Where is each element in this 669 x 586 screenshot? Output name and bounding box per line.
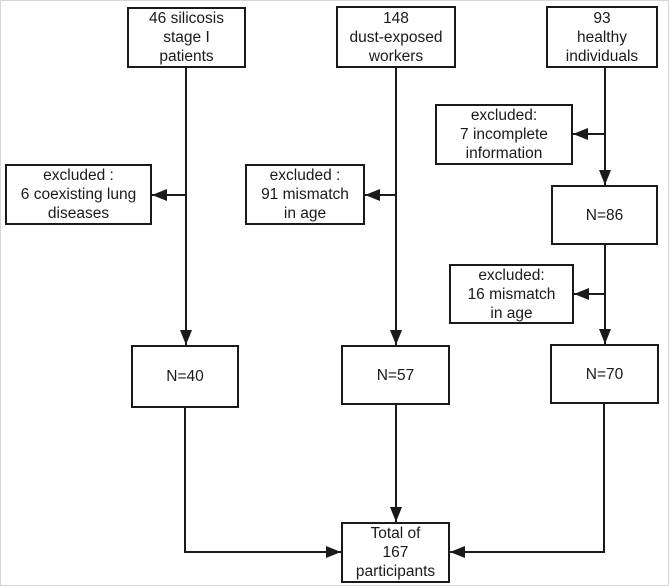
node-n86-label: N=86	[585, 206, 624, 224]
connector-n70-to-total	[450, 404, 605, 558]
node-n40: N=40	[131, 345, 239, 408]
node-dust-exposed-workers: 148 dust-exposed workers	[336, 6, 456, 68]
node-excluded-91-mismatch-age-label: excluded : 91 mismatch in age	[261, 167, 349, 222]
connector-n40-to-total	[184, 408, 341, 558]
node-n40-label: N=40	[166, 368, 204, 385]
node-excluded-coexisting-lung-label: excluded : 6 coexisting lung diseases	[20, 167, 137, 222]
node-n57: N=57	[341, 345, 450, 405]
node-n57-label: N=57	[376, 366, 415, 384]
node-excluded-incomplete-information-label: excluded: 7 incomplete information	[460, 107, 548, 162]
node-silicosis-patients: 46 silicosis stage I patients	[127, 7, 246, 68]
node-n70-label: N=70	[585, 365, 624, 383]
node-excluded-coexisting-lung: excluded : 6 coexisting lung diseases	[5, 164, 152, 225]
node-n70: N=70	[550, 344, 659, 404]
node-excluded-incomplete-information: excluded: 7 incomplete information	[435, 104, 573, 165]
node-dust-exposed-workers-label: 148 dust-exposed workers	[349, 9, 443, 65]
node-total-participants: Total of 167 participants	[341, 522, 450, 583]
node-silicosis-patients-label: 46 silicosis stage I patients	[149, 10, 224, 65]
node-excluded-91-mismatch-age: excluded : 91 mismatch in age	[245, 164, 365, 225]
node-excluded-16-mismatch-age: excluded: 16 mismatch in age	[449, 264, 574, 324]
node-healthy-individuals-label: 93 healthy individuals	[565, 9, 639, 65]
node-n86: N=86	[551, 185, 658, 245]
node-total-participants-label: Total of 167 participants	[355, 525, 436, 580]
node-excluded-16-mismatch-age-label: excluded: 16 mismatch in age	[467, 266, 556, 322]
node-healthy-individuals: 93 healthy individuals	[546, 6, 658, 68]
